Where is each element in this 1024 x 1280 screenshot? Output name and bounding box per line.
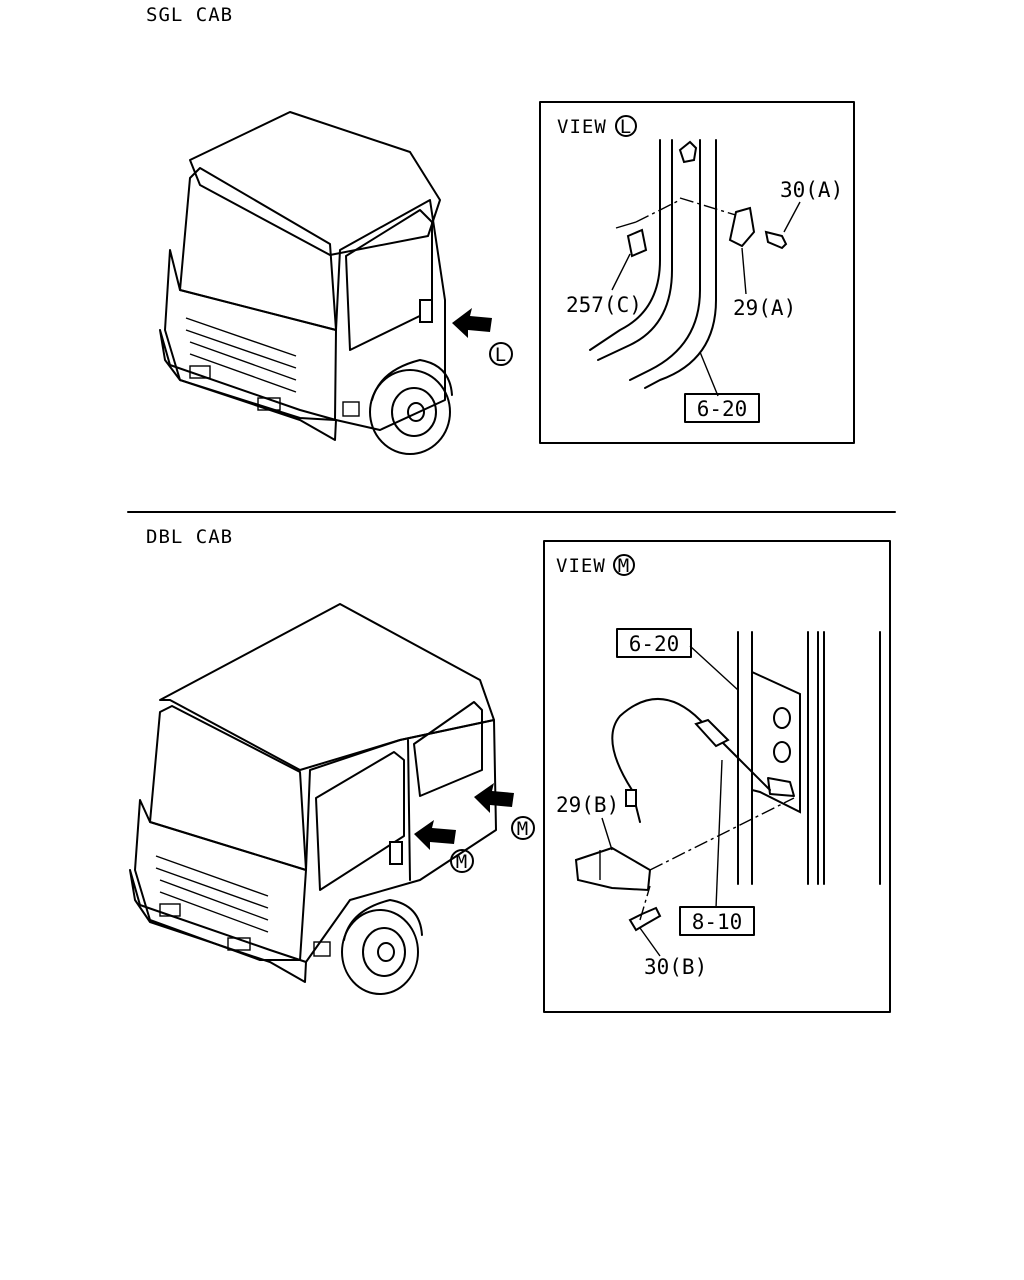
section-sgl-cab: SGL CAB (146, 4, 855, 455)
view-l-prefix: VIEW (557, 116, 607, 138)
cable-ferrule (625, 789, 637, 807)
view-l-panel: VIEW L (539, 101, 855, 444)
arrow-marker-m-a: M (456, 851, 468, 873)
label-ref-6-20-b: 6-20 (629, 632, 680, 656)
pad-257c (626, 228, 648, 258)
cable-end (694, 718, 730, 748)
label-bolt-30a: 30(A) (780, 178, 843, 202)
view-m-letter: M (618, 555, 630, 577)
arrow-marker-m-b: M (517, 818, 529, 840)
section-title-sgl-cab: SGL CAB (146, 4, 233, 26)
ref-box-6-20-b (616, 628, 692, 658)
arrow-marker-l: L (495, 344, 507, 366)
double-cab-truck-drawing (129, 603, 497, 995)
ref-box-6-20-a (684, 393, 760, 423)
dbl-door-handle (389, 841, 403, 865)
label-ref-8-10: 8-10 (692, 910, 743, 934)
view-m-panel: VIEW M (543, 540, 891, 1013)
single-cab-truck-drawing (159, 111, 453, 455)
ref-box-8-10 (679, 906, 755, 936)
section-dbl-cab: DBL CAB (129, 526, 891, 1013)
label-pad-257c: 257(C) (566, 293, 642, 317)
view-m-frame (543, 540, 891, 1013)
bolt-30b (628, 906, 662, 932)
view-arrows-m: M M (414, 783, 535, 873)
view-l-letter: L (620, 116, 632, 138)
door-striker (678, 140, 698, 164)
section-title-dbl-cab: DBL CAB (146, 526, 233, 548)
view-m-prefix: VIEW (556, 555, 606, 577)
view-arrow-l: L (452, 308, 513, 366)
switch-29b (574, 846, 652, 892)
bracket-29a (728, 206, 756, 248)
door-handle (419, 299, 433, 323)
label-bracket-29a: 29(A) (733, 296, 796, 320)
door-plate (751, 670, 801, 814)
bolt-30a (764, 230, 788, 250)
view-l-frame (539, 101, 855, 444)
label-ref-6-20-a: 6-20 (697, 397, 748, 421)
label-bolt-30b: 30(B) (644, 955, 707, 979)
label-bracket-29b: 29(B) (556, 793, 619, 817)
